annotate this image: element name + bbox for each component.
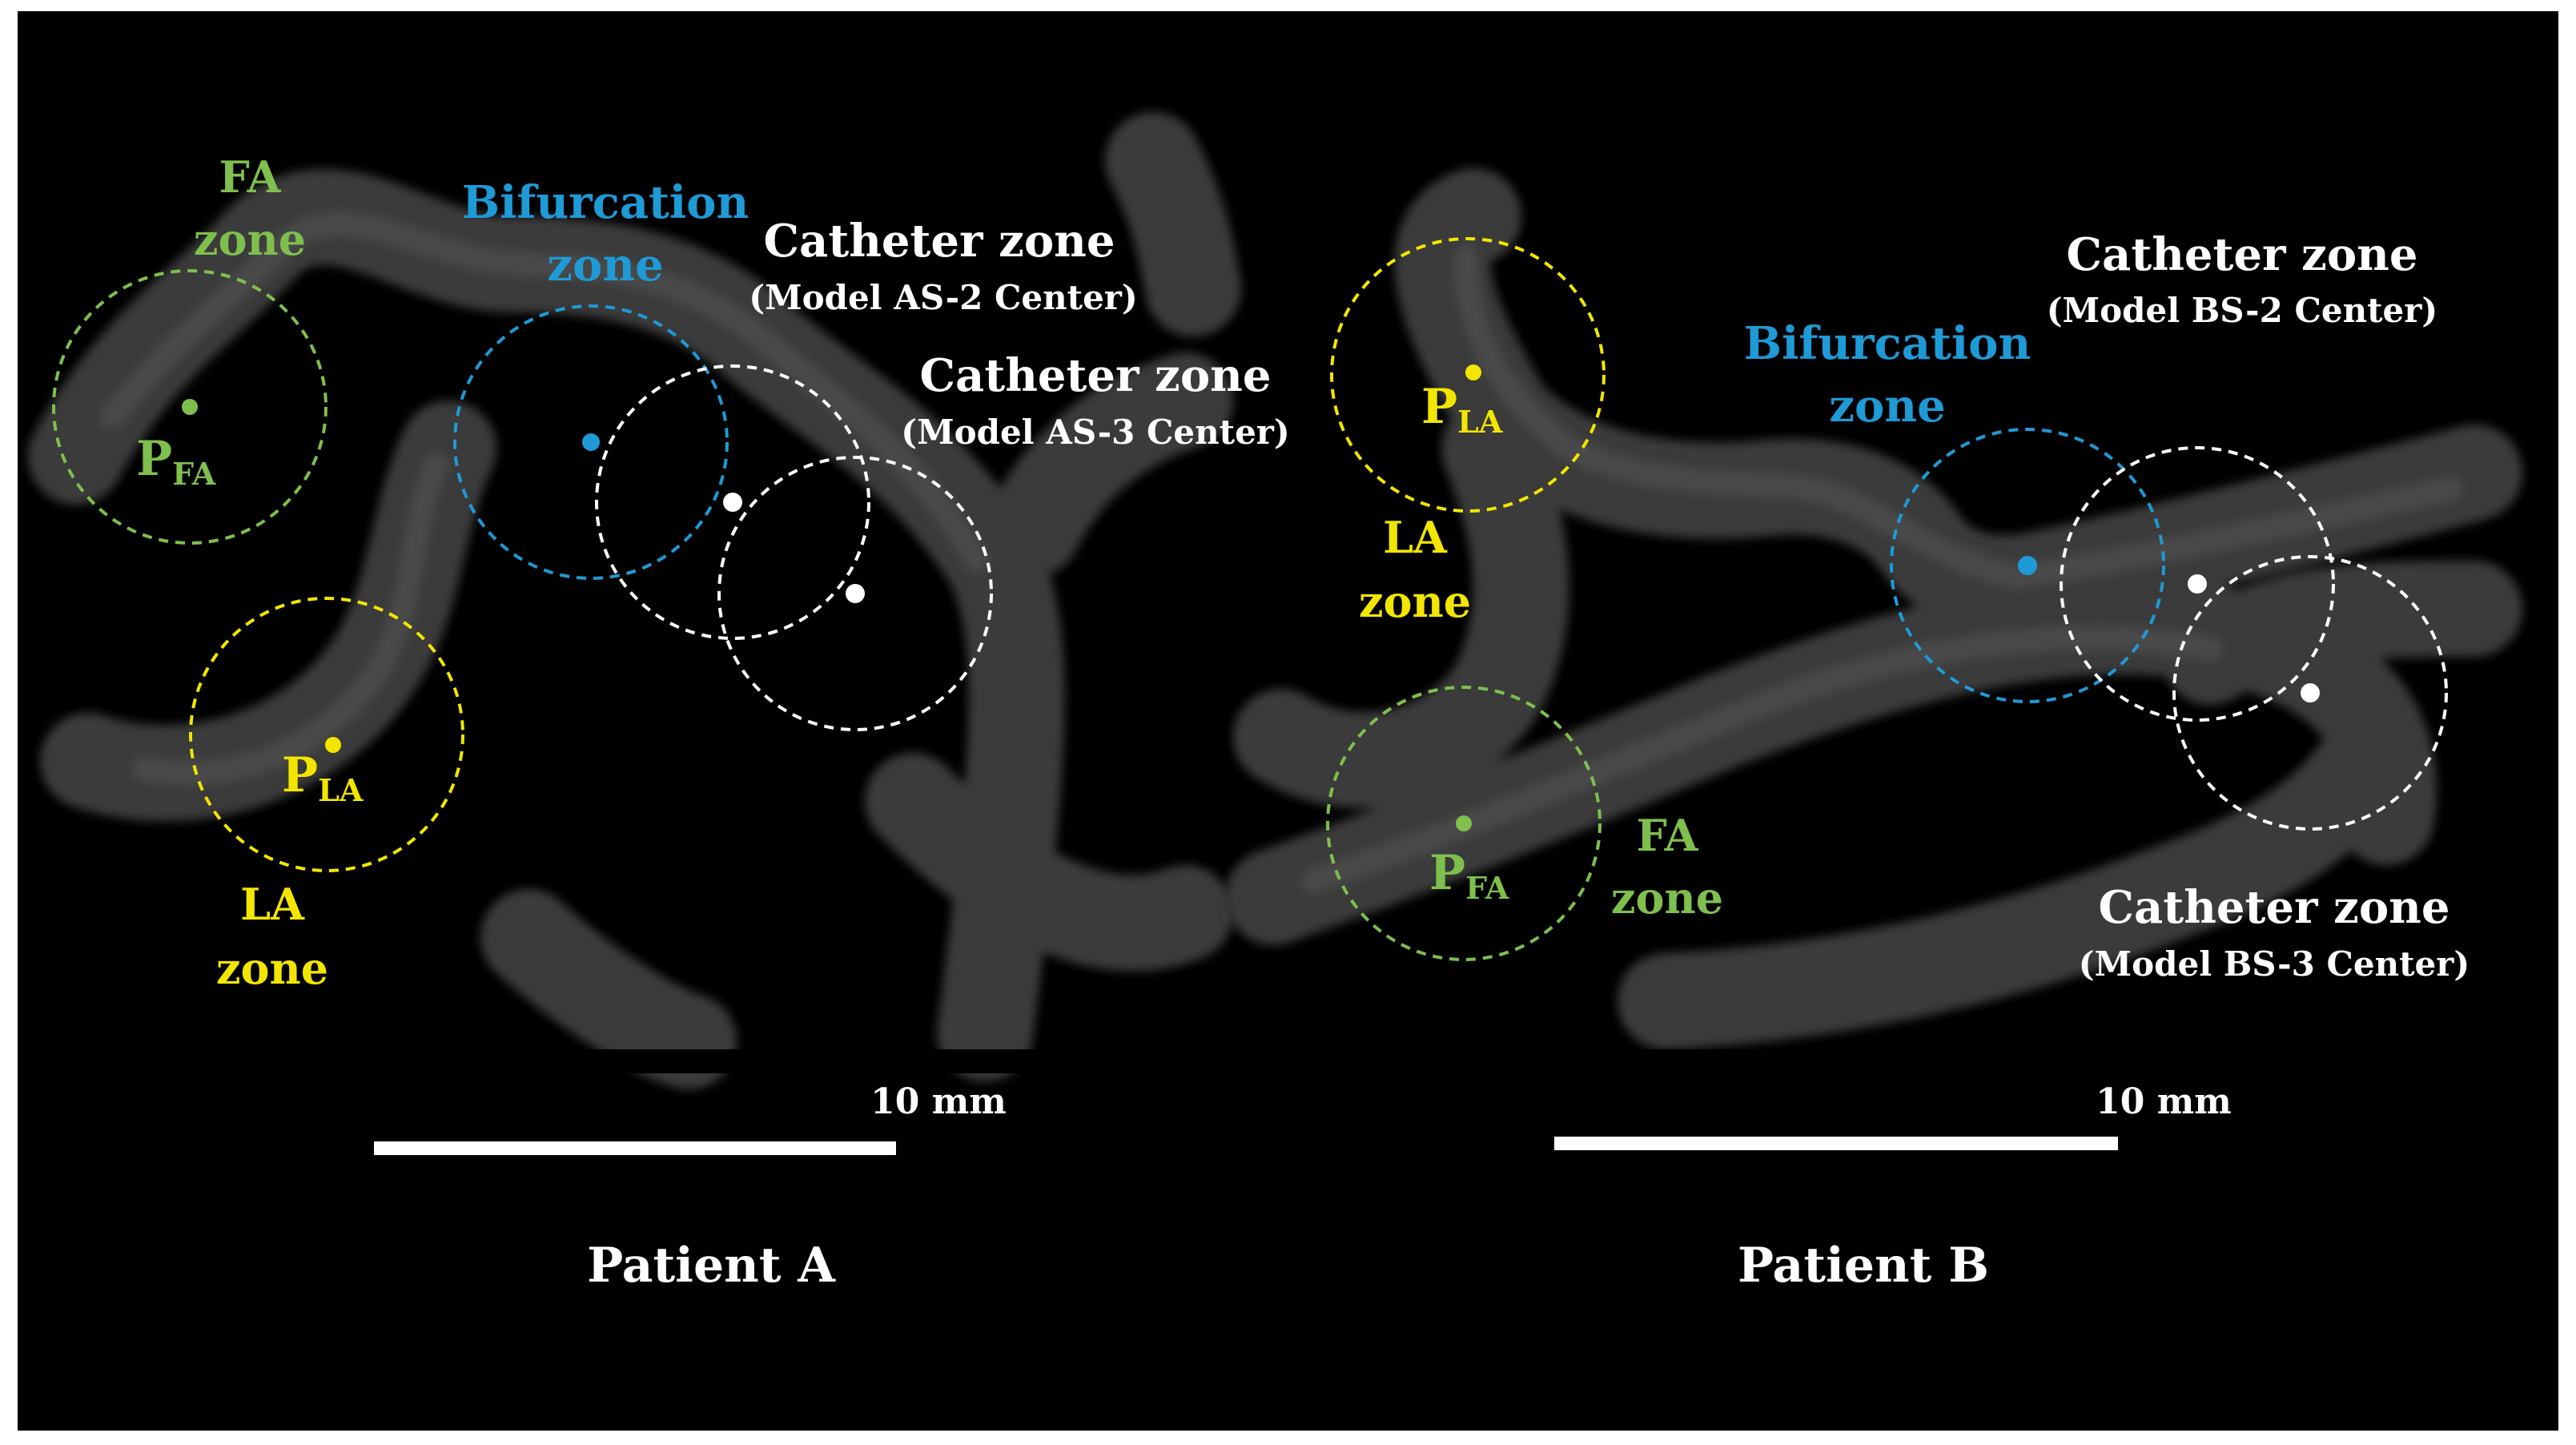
- bifurcation-zone-circle-a: [453, 304, 729, 580]
- catheter-label-line1-as2: Catheter zone: [763, 215, 1115, 268]
- scale-bar-b: [1554, 1137, 2118, 1150]
- panel-title-b: Patient B: [1738, 1238, 1989, 1294]
- fa-zone-label-line2-b: zone: [1611, 872, 1723, 924]
- catheter-label-line2-as2: (Model AS-2 Center): [749, 278, 1138, 317]
- catheter-point-bs3: [2301, 683, 2320, 702]
- render-crop-mask-patient-a: [76, 1049, 1197, 1073]
- fa-point-b: [1456, 815, 1472, 831]
- la-point-label-b: PLA: [1421, 379, 1503, 440]
- bifurcation-point-b: [2018, 556, 2037, 575]
- scale-bar-a: [374, 1141, 896, 1155]
- la-zone-circle-b: [1330, 237, 1605, 513]
- catheter-point-as2: [723, 493, 742, 512]
- bifurcation-label-line2-a: zone: [547, 239, 664, 292]
- fa-zone-label-line2-a: zone: [194, 214, 306, 265]
- catheter-label-line1-bs3: Catheter zone: [2098, 881, 2449, 934]
- catheter-zone-circle-as3: [717, 456, 993, 731]
- la-zone-label-line2-b: zone: [1359, 576, 1471, 627]
- fa-point-a: [182, 399, 198, 415]
- catheter-label-line2-as3: (Model AS-3 Center): [901, 413, 1290, 452]
- scale-label-a: 10 mm: [870, 1081, 1007, 1122]
- bifurcation-label-line2-b: zone: [1829, 380, 1946, 433]
- fa-zone-circle-a: [52, 269, 328, 545]
- bifurcation-label-line1-b: Bifurcation: [1744, 317, 2031, 370]
- la-point-a: [325, 737, 341, 753]
- catheter-zone-circle-as2: [595, 364, 870, 640]
- bifurcation-zone-circle-b: [1890, 428, 2165, 703]
- catheter-zone-circle-bs3: [2172, 555, 2448, 831]
- la-zone-label-line1-b: LA: [1383, 512, 1448, 563]
- catheter-point-bs2: [2188, 574, 2207, 594]
- la-zone-label-line1-a: LA: [240, 879, 305, 930]
- la-zone-circle-a: [189, 597, 464, 872]
- bifurcation-point-a: [582, 433, 600, 451]
- catheter-label-line1-as3: Catheter zone: [919, 349, 1271, 402]
- la-point-b: [1465, 364, 1481, 380]
- fa-point-label-b: PFA: [1429, 845, 1509, 906]
- bifurcation-label-line1-a: Bifurcation: [462, 176, 749, 229]
- catheter-label-line2-bs2: (Model BS-2 Center): [2047, 291, 2438, 330]
- catheter-point-as3: [846, 584, 865, 603]
- catheter-zone-circle-bs2: [2060, 446, 2335, 722]
- fa-zone-label-line1-b: FA: [1636, 810, 1698, 861]
- fa-zone-label-line1-a: FA: [219, 151, 281, 203]
- panel-title-a: Patient A: [587, 1238, 836, 1294]
- scale-label-b: 10 mm: [2096, 1081, 2232, 1122]
- vessel-highlight-patient-b: [1301, 244, 2462, 893]
- catheter-label-line1-bs2: Catheter zone: [2066, 228, 2417, 281]
- fa-point-label-a: PFA: [136, 431, 216, 492]
- la-point-label-a: PLA: [282, 747, 364, 808]
- fa-zone-circle-b: [1326, 686, 1601, 961]
- catheter-label-line2-bs3: (Model BS-3 Center): [2079, 944, 2470, 984]
- la-zone-label-line2-a: zone: [216, 943, 328, 994]
- render-crop-mask-patient-b: [1249, 1049, 2498, 1073]
